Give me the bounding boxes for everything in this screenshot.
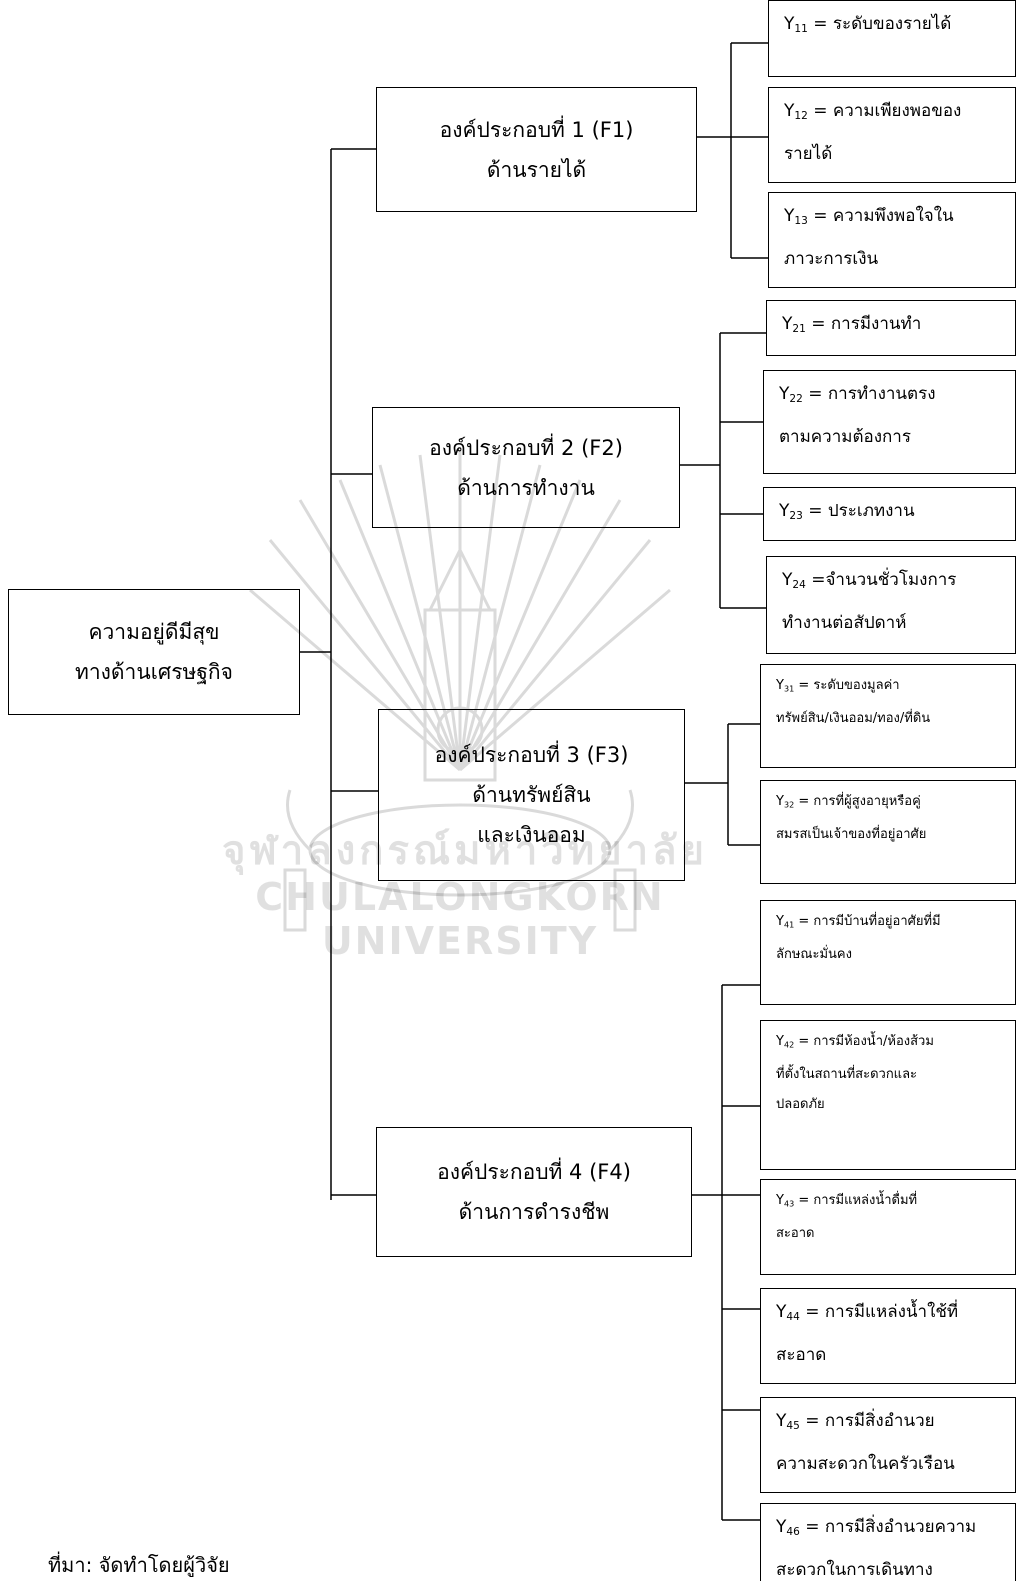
indicator-text: = การที่ผู้สูงอายุหรือคู่ (794, 794, 921, 809)
indicator-box-y24: Y24 =จำนวนชั่วโมงการ ทำงานต่อสัปดาห์ (766, 556, 1016, 654)
indicator-line1: Y43 = การมีแหล่งน้ำดื่มที่ (776, 1193, 918, 1209)
indicator-box-y46: Y46 = การมีสิ่งอำนวยความ สะดวกในการเดินท… (760, 1503, 1016, 1581)
indicator-text: = การมีบ้านที่อยู่อาศัยที่มี (794, 914, 941, 929)
indicator-text: = การมีแหล่งน้ำดื่มที่ (794, 1193, 918, 1208)
root-box-economic-wellbeing: ความอยู่ดีมีสุข ทางด้านเศรษฐกิจ (8, 589, 300, 715)
indicator-line2: สมรสเป็นเจ้าของที่อยู่อาศัย (776, 827, 927, 843)
indicator-line2: ภาวะการเงิน (784, 249, 879, 270)
indicator-box-y21: Y21 = การมีงานทำ (766, 300, 1016, 356)
indicator-text: =จำนวนชั่วโมงการ (805, 570, 957, 590)
indicator-box-y31: Y31 = ระดับของมูลค่า ทรัพย์สิน/เงินออม/ท… (760, 664, 1016, 768)
indicator-subscript: 22 (789, 393, 803, 406)
indicator-line1: Y23 = ประเภทงาน (779, 501, 915, 523)
indicator-line1: Y11 = ระดับของรายได้ (784, 14, 952, 36)
watermark-thai-text: จุฬาลงกรณ์มหาวิทยาลัย (222, 828, 708, 874)
factor-label-line2: ด้านทรัพย์สิน (472, 783, 591, 807)
factor-label-line1: องค์ประกอบที่ 3 (F3) (434, 743, 629, 767)
indicator-box-y44: Y44 = การมีแหล่งน้ำใช้ที่ สะอาด (760, 1288, 1016, 1384)
factor-label-line2: ด้านการดำรงชีพ (458, 1200, 610, 1224)
indicator-line1: Y46 = การมีสิ่งอำนวยความ (776, 1517, 977, 1539)
indicator-box-y11: Y11 = ระดับของรายได้ (768, 0, 1016, 77)
factor-label-line1: องค์ประกอบที่ 1 (F1) (439, 117, 634, 142)
indicator-line1: Y12 = ความเพียงพอของ (784, 101, 962, 123)
indicator-subscript: 32 (783, 800, 795, 810)
factor-box-f1: องค์ประกอบที่ 1 (F1) ด้านรายได้ (376, 87, 697, 212)
indicator-line2: ทำงานต่อสัปดาห์ (782, 613, 907, 634)
indicator-text: = ความพึงพอใจใน (807, 206, 954, 226)
indicator-box-y23: Y23 = ประเภทงาน (763, 487, 1016, 541)
indicator-line1: Y44 = การมีแหล่งน้ำใช้ที่ (776, 1302, 959, 1324)
indicator-subscript: 46 (786, 1526, 800, 1539)
indicator-line2: สะอาด (776, 1226, 815, 1242)
indicator-line1: Y24 =จำนวนชั่วโมงการ (782, 570, 957, 592)
indicator-subscript: 43 (783, 1199, 795, 1209)
factor-box-f3: องค์ประกอบที่ 3 (F3) ด้านทรัพย์สิน และเง… (378, 709, 685, 881)
indicator-subscript: 11 (794, 23, 808, 36)
indicator-line1: Y32 = การที่ผู้สูงอายุหรือคู่ (776, 794, 921, 810)
indicator-line2: รายได้ (784, 144, 833, 165)
indicator-line1: Y31 = ระดับของมูลค่า (776, 678, 900, 694)
indicator-line2: ตามความต้องการ (779, 427, 911, 448)
indicator-text: = ความเพียงพอของ (807, 101, 962, 121)
root-label-line2: ทางด้านเศรษฐกิจ (75, 660, 233, 684)
indicator-box-y32: Y32 = การที่ผู้สูงอายุหรือคู่ สมรสเป็นเจ… (760, 780, 1016, 884)
root-label-line1: ความอยู่ดีมีสุข (88, 620, 220, 644)
indicator-box-y42: Y42 = การมีห้องน้ำ/ห้องส้วม ที่ตั้งในสถา… (760, 1020, 1016, 1170)
factor-label-line3: และเงินออม (477, 823, 586, 847)
indicator-subscript: 42 (783, 1040, 795, 1050)
indicator-line1: Y13 = ความพึงพอใจใน (784, 206, 954, 228)
indicator-line1: Y45 = การมีสิ่งอำนวย (776, 1411, 935, 1433)
source-caption: ที่มา: จัดทำโดยผู้วิจัย (48, 1553, 230, 1577)
watermark-english-text: CHULALONGKORN UNIVERSITY (255, 875, 665, 963)
indicator-line2: สะดวกในการเดินทาง (776, 1560, 933, 1581)
indicator-box-y41: Y41 = การมีบ้านที่อยู่อาศัยที่มี ลักษณะม… (760, 900, 1016, 1005)
indicator-subscript: 23 (789, 510, 803, 523)
indicator-box-y13: Y13 = ความพึงพอใจใน ภาวะการเงิน (768, 192, 1016, 288)
indicator-line2: ความสะดวกในครัวเรือน (776, 1454, 955, 1475)
factor-label-line2: ด้านรายได้ (486, 157, 587, 182)
indicator-text: = การมีแหล่งน้ำใช้ที่ (799, 1302, 959, 1322)
indicator-subscript: 31 (783, 684, 795, 694)
indicator-line2: ทรัพย์สิน/เงินออม/ทอง/ที่ดิน (776, 711, 931, 727)
indicator-line1: Y42 = การมีห้องน้ำ/ห้องส้วม (776, 1034, 934, 1050)
indicator-box-y22: Y22 = การทำงานตรง ตามความต้องการ (763, 370, 1016, 474)
factor-box-f2: องค์ประกอบที่ 2 (F2) ด้านการทำงาน (372, 407, 680, 528)
factor-label-line1: องค์ประกอบที่ 2 (F2) (429, 435, 623, 460)
factor-label-line1: องค์ประกอบที่ 4 (F4) (437, 1160, 631, 1184)
indicator-line2: ลักษณะมั่นคง (776, 947, 852, 963)
indicator-line1: Y21 = การมีงานทำ (782, 314, 922, 336)
indicator-text: = การมีห้องน้ำ/ห้องส้วม (794, 1034, 934, 1049)
factor-box-f4: องค์ประกอบที่ 4 (F4) ด้านการดำรงชีพ (376, 1127, 692, 1257)
indicator-subscript: 13 (794, 215, 808, 228)
indicator-text: = ประเภทงาน (802, 501, 915, 521)
indicator-text: = การมีงานทำ (805, 314, 922, 334)
indicator-box-y43: Y43 = การมีแหล่งน้ำดื่มที่ สะอาด (760, 1179, 1016, 1275)
indicator-subscript: 44 (786, 1311, 800, 1324)
indicator-subscript: 24 (792, 579, 806, 592)
indicator-subscript: 21 (792, 323, 806, 336)
indicator-text: = การมีสิ่งอำนวยความ (799, 1517, 977, 1537)
indicator-text: = การทำงานตรง (802, 384, 936, 404)
indicator-text: = ระดับของรายได้ (807, 14, 952, 34)
indicator-line3: ปลอดภัย (776, 1097, 825, 1113)
indicator-box-y12: Y12 = ความเพียงพอของ รายได้ (768, 87, 1016, 183)
indicator-subscript: 41 (783, 920, 795, 930)
indicator-subscript: 45 (786, 1420, 800, 1433)
indicator-line2: ที่ตั้งในสถานที่สะดวกและ (776, 1067, 918, 1083)
indicator-line2: สะอาด (776, 1345, 827, 1366)
indicator-subscript: 12 (794, 110, 808, 123)
indicator-text: = การมีสิ่งอำนวย (799, 1411, 935, 1431)
factor-label-line2: ด้านการทำงาน (457, 475, 595, 500)
indicator-text: = ระดับของมูลค่า (794, 678, 900, 693)
indicator-box-y45: Y45 = การมีสิ่งอำนวย ความสะดวกในครัวเรือ… (760, 1397, 1016, 1493)
indicator-line1: Y22 = การทำงานตรง (779, 384, 936, 406)
indicator-line1: Y41 = การมีบ้านที่อยู่อาศัยที่มี (776, 914, 941, 930)
